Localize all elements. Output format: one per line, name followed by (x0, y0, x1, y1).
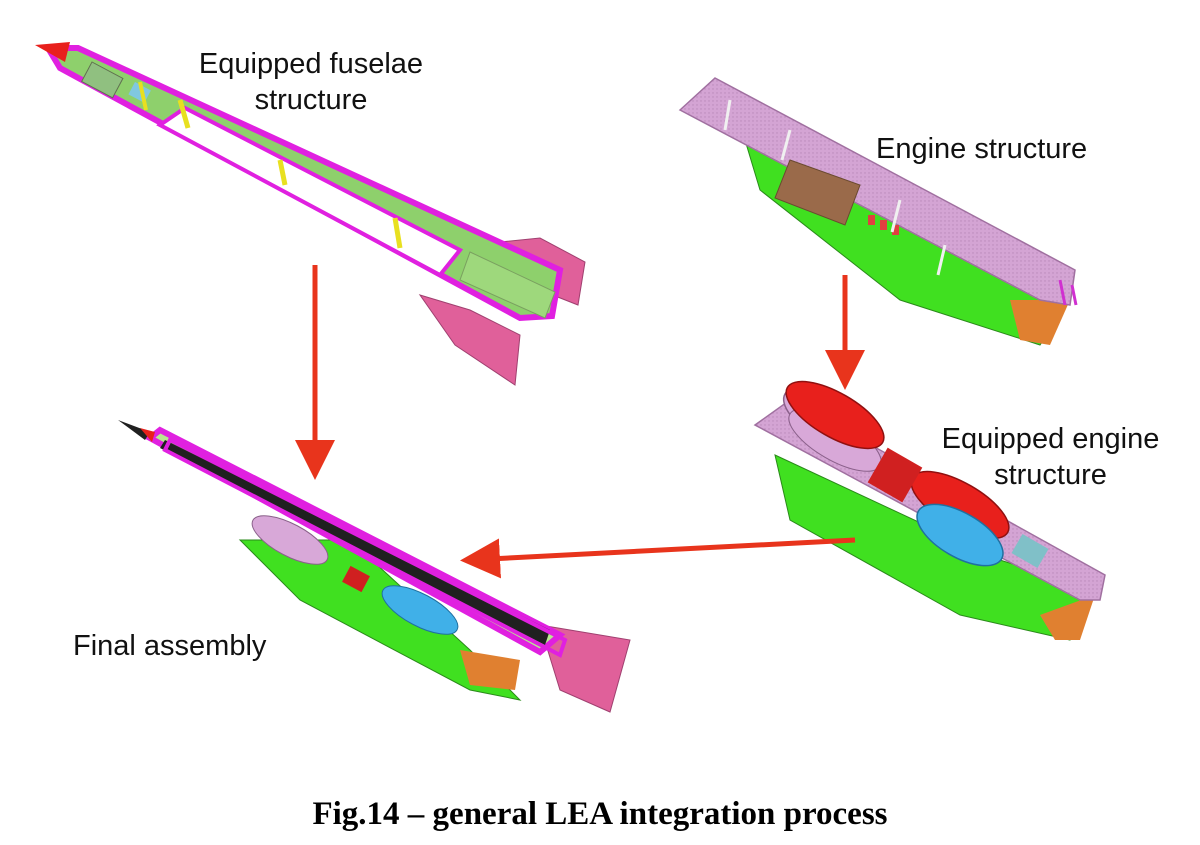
label-equipped-fuselage: Equipped fuselae structure (186, 46, 436, 118)
engine-structure-model (678, 77, 1078, 346)
label-equipped-fuselage-line1: Equipped fuselae (198, 48, 424, 80)
fuselage-structure-model (35, 42, 586, 386)
label-final-assembly: Final assembly (73, 630, 267, 662)
label-equipped-engine-line1: Equipped engine (941, 423, 1160, 455)
figure-caption: Fig.14 – general LEA integration process (312, 796, 888, 832)
equipped-engine-structure-model (753, 380, 1106, 641)
label-equipped-engine: Equipped engine structure (928, 421, 1173, 493)
label-equipped-engine-line2: structure (994, 459, 1107, 491)
label-equipped-fuselage-line2: structure (254, 84, 368, 116)
label-engine-structure: Engine structure (876, 133, 1088, 165)
final-assembly-model (118, 420, 631, 713)
arrow-equipped-engine-to-final (460, 537, 856, 579)
